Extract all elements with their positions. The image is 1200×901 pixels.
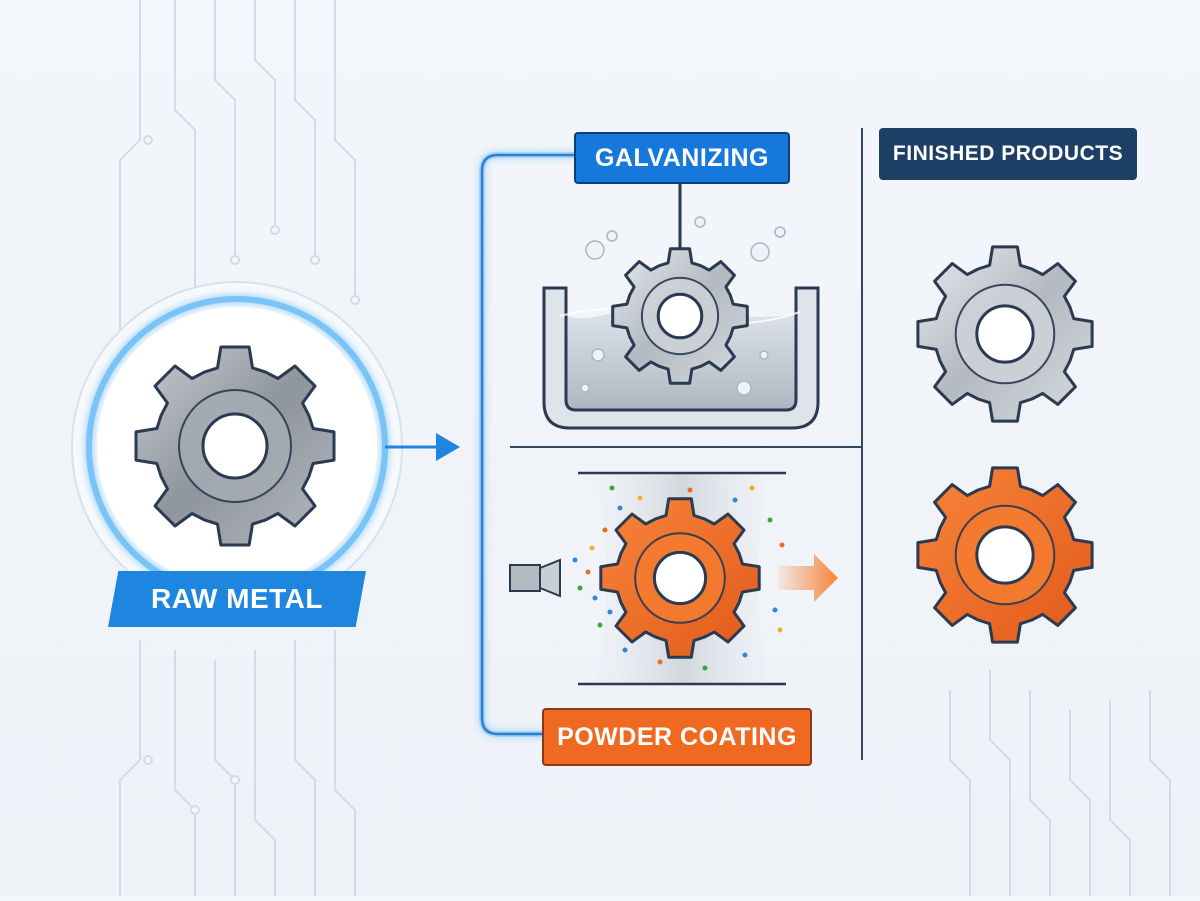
galvanizing-gear-icon	[611, 247, 749, 385]
spray-nozzle-icon	[509, 558, 561, 598]
powder-particles	[572, 485, 785, 671]
powder-coating-label: POWDER COATING	[542, 708, 812, 766]
raw-to-process-arrow	[385, 433, 460, 461]
finished-products-label: FINISHED PRODUCTS	[879, 128, 1137, 180]
powder-output-arrow	[778, 554, 838, 602]
circuit-background-left	[119, 0, 356, 896]
finished-galvanized-gear-icon	[916, 245, 1094, 423]
gears-group	[134, 245, 1094, 659]
galvanizing-label: GALVANIZING	[574, 132, 790, 184]
process-bracket	[479, 152, 575, 737]
bubble-decorations	[580, 216, 786, 396]
powder-coating-gear-icon	[599, 497, 761, 659]
raw-metal-label: RAW METAL	[108, 571, 366, 627]
circuit-background-right	[949, 670, 1171, 896]
finished-powder-gear-icon	[916, 466, 1094, 644]
raw-metal-gear-icon	[134, 345, 336, 547]
